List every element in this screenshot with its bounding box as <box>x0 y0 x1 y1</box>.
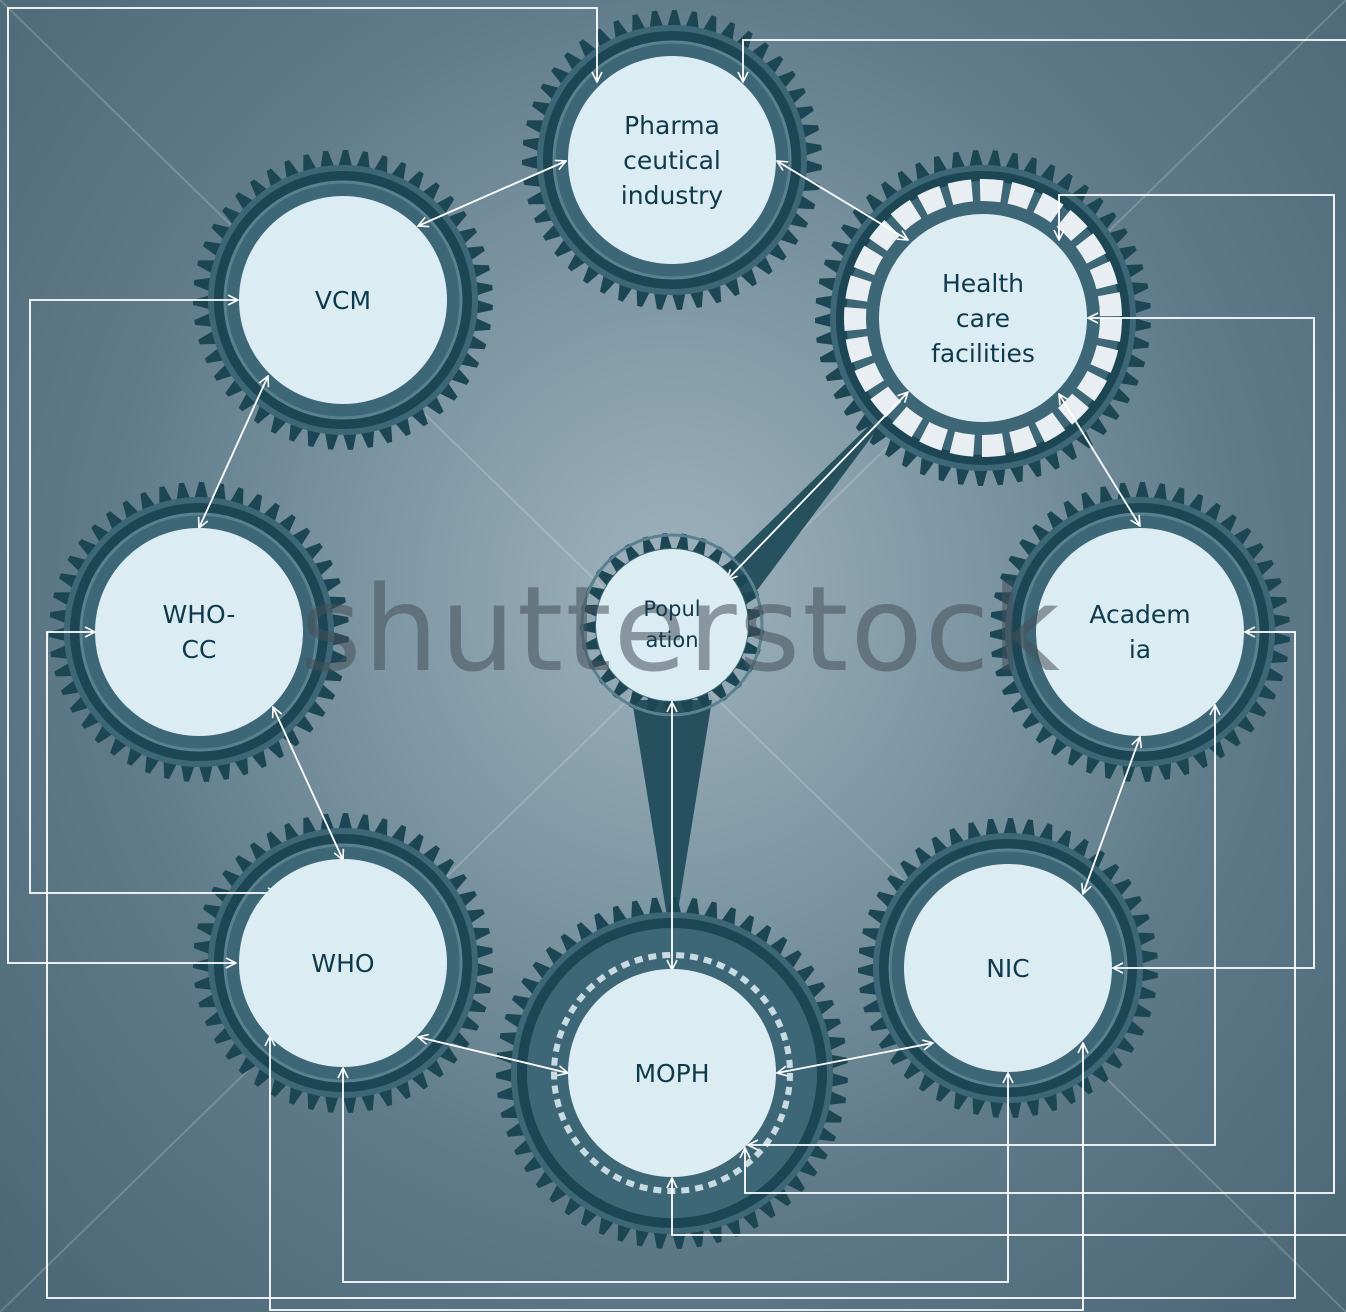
node-layer <box>95 56 1244 1177</box>
node-label-population: Popul ation <box>643 596 701 653</box>
node-circle-who <box>239 859 447 1067</box>
node-label-healthcare: Health care facilities <box>931 268 1035 368</box>
connector-layer <box>7 7 1346 1311</box>
node-label-vcm: VCM <box>314 285 372 315</box>
connector-11 <box>29 300 278 893</box>
node-label-who: WHO <box>311 948 375 978</box>
node-label-nic: NIC <box>986 953 1030 983</box>
node-circle-academia <box>1036 528 1244 736</box>
node-label-academia: Academ ia <box>1089 600 1191 664</box>
node-label-whocc: WHO- CC <box>162 600 236 664</box>
connector-12 <box>46 632 1296 1299</box>
connector-13 <box>343 1068 1008 1283</box>
connector-18 <box>748 705 1215 1145</box>
connector-10 <box>7 7 597 963</box>
connector-1 <box>777 161 908 240</box>
node-circle-nic <box>904 864 1112 1072</box>
node-label-moph: MOPH <box>634 1058 710 1088</box>
node-circle-vcm <box>239 196 447 404</box>
connector-14 <box>270 1036 1083 1311</box>
connector-19 <box>672 1178 1346 1236</box>
node-circle-whocc <box>95 528 303 736</box>
node-circle-pharma <box>568 56 776 264</box>
node-circle-moph <box>568 969 776 1177</box>
node-label-pharma: Pharma ceutical industry <box>620 110 724 210</box>
node-circle-population <box>596 549 748 701</box>
connector-15 <box>743 39 1346 82</box>
connector-16 <box>745 194 1335 1194</box>
node-circle-healthcare <box>879 214 1087 422</box>
